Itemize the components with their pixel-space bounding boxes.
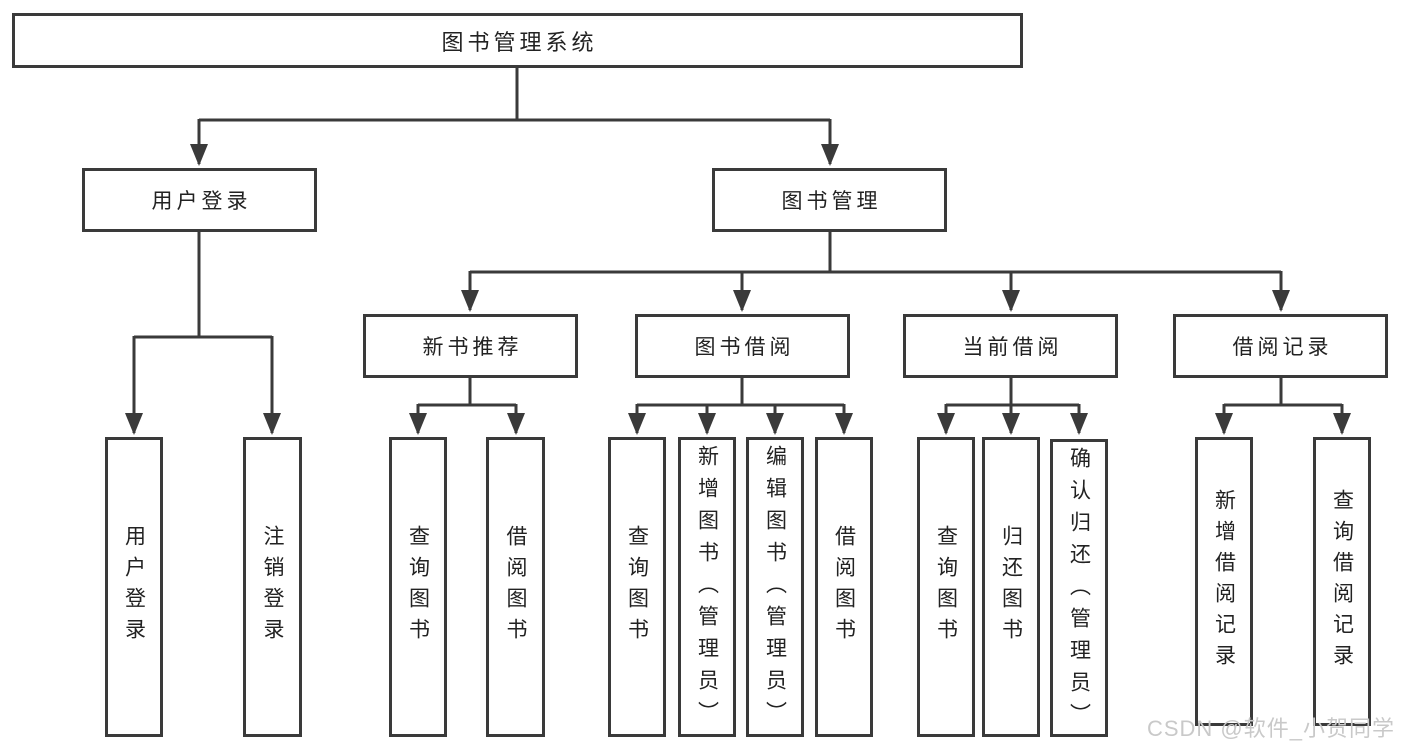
node-label: 借阅图书 bbox=[832, 525, 856, 649]
node-label: 确认归还（管理员） bbox=[1067, 447, 1091, 735]
node-book-borrow: 图书借阅 bbox=[635, 314, 850, 378]
leaf-query-books-recommend: 查询图书 bbox=[389, 437, 447, 737]
leaf-query-borrow-record: 查询借阅记录 bbox=[1313, 437, 1371, 726]
leaf-query-books-current: 查询图书 bbox=[917, 437, 975, 737]
leaf-return-books: 归还图书 bbox=[982, 437, 1040, 737]
connector-group bbox=[125, 68, 1351, 435]
node-label: 新增借阅记录 bbox=[1212, 488, 1236, 675]
node-label: 借阅图书 bbox=[504, 525, 527, 649]
node-label: 图书借阅 bbox=[694, 336, 795, 359]
node-library-management-system: 图书管理系统 bbox=[12, 13, 1023, 68]
node-label: 注销登录 bbox=[261, 525, 284, 649]
node-borrow-records: 借阅记录 bbox=[1173, 314, 1388, 378]
watermark: CSDN @软件_小贺同学 bbox=[1146, 716, 1395, 741]
leaf-query-books-borrow: 查询图书 bbox=[608, 437, 666, 737]
connector-user-login bbox=[134, 232, 272, 339]
connector-book-borrow bbox=[637, 378, 844, 407]
leaf-edit-books-admin: 编辑图书（管理员） bbox=[746, 437, 804, 737]
leaf-add-books-admin: 新增图书（管理员） bbox=[678, 437, 736, 737]
node-user-login: 用户登录 bbox=[82, 168, 317, 232]
leaf-confirm-return-admin: 确认归还（管理员） bbox=[1050, 439, 1108, 737]
node-current-borrow: 当前借阅 bbox=[903, 314, 1118, 378]
node-book-management: 图书管理 bbox=[712, 168, 947, 232]
node-label: 用户登录 bbox=[151, 190, 252, 213]
node-label: 新书推荐 bbox=[422, 336, 523, 359]
node-new-book-recommend: 新书推荐 bbox=[363, 314, 578, 378]
leaf-borrow-books-recommend: 借阅图书 bbox=[486, 437, 545, 737]
leaf-add-borrow-record: 新增借阅记录 bbox=[1195, 437, 1253, 726]
node-label: 用户登录 bbox=[122, 525, 146, 649]
node-label: 查询图书 bbox=[406, 525, 430, 649]
leaf-borrow-books-borrow: 借阅图书 bbox=[815, 437, 873, 737]
node-label: 借阅记录 bbox=[1232, 336, 1333, 359]
node-label: 当前借阅 bbox=[962, 336, 1063, 359]
connector-borrow-records bbox=[1224, 378, 1342, 407]
node-label: 查询图书 bbox=[625, 525, 649, 649]
node-label: 查询借阅记录 bbox=[1330, 488, 1354, 675]
connector-current-borrow bbox=[946, 378, 1079, 407]
leaf-logout-login: 注销登录 bbox=[243, 437, 302, 737]
connector-book-management bbox=[470, 232, 1281, 274]
connector-root bbox=[199, 68, 830, 122]
node-label: 图书管理 bbox=[781, 190, 882, 213]
node-label: 归还图书 bbox=[999, 525, 1023, 649]
leaf-user-login: 用户登录 bbox=[105, 437, 163, 737]
node-label: 新增图书（管理员） bbox=[695, 445, 719, 733]
node-label: 查询图书 bbox=[934, 525, 958, 649]
node-label: 图书管理系统 bbox=[441, 29, 598, 55]
connector-new-book-recommend bbox=[418, 378, 516, 407]
node-label: 编辑图书（管理员） bbox=[763, 445, 787, 733]
